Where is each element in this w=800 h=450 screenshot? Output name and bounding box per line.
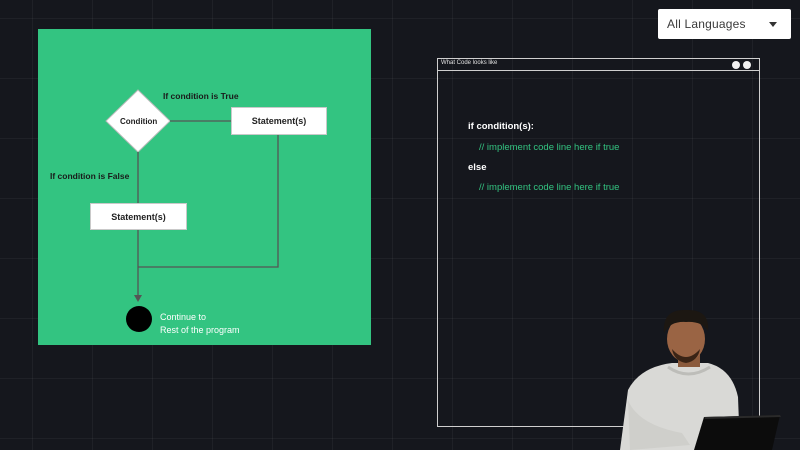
false-statement-box: Statement(s): [90, 203, 187, 230]
arrow-head-icon: [134, 295, 142, 302]
presenter-hair: [663, 309, 709, 333]
end-label: Continue to Rest of the program: [160, 311, 240, 337]
decision-label: Condition: [120, 117, 158, 126]
presenter-beard: [672, 349, 700, 363]
code-window: What Code looks like if condition(s): //…: [437, 58, 760, 427]
code-line-comment: // implement code line here if true: [479, 182, 620, 193]
code-window-title: What Code looks like: [441, 60, 498, 66]
true-statement-label: Statement(s): [251, 116, 307, 126]
end-label-line1: Continue to: [160, 312, 207, 322]
presenter-arm: [628, 400, 690, 450]
window-dot-icon: [732, 61, 740, 69]
code-line-if: if condition(s):: [468, 121, 534, 132]
code-line-else: else: [468, 162, 487, 173]
false-statement-label: Statement(s): [111, 211, 166, 222]
laptop-icon: [694, 415, 780, 450]
true-statement-box: Statement(s): [231, 107, 327, 135]
end-label-line2: Rest of the program: [160, 325, 240, 335]
end-terminal: [126, 306, 152, 332]
flowchart-connectors: [105, 89, 279, 302]
code-window-titlebar: What Code looks like: [438, 59, 759, 71]
laptop-screen-edge: [704, 415, 781, 419]
language-select-value: All Languages: [667, 17, 746, 31]
language-select[interactable]: All Languages: [658, 9, 791, 39]
true-return-line: [138, 135, 279, 268]
presenter-collar: [667, 365, 711, 376]
code-line-comment: // implement code line here if true: [479, 142, 620, 153]
chevron-down-icon[interactable]: [769, 22, 777, 27]
true-branch-label: If condition is True: [163, 91, 239, 101]
window-dot-icon: [743, 61, 751, 69]
presenter-face: [667, 316, 705, 362]
false-branch-label: If condition is False: [50, 171, 130, 181]
flowchart-panel: Condition If condition is True If condit…: [38, 29, 371, 345]
presenter-video: [620, 309, 781, 450]
